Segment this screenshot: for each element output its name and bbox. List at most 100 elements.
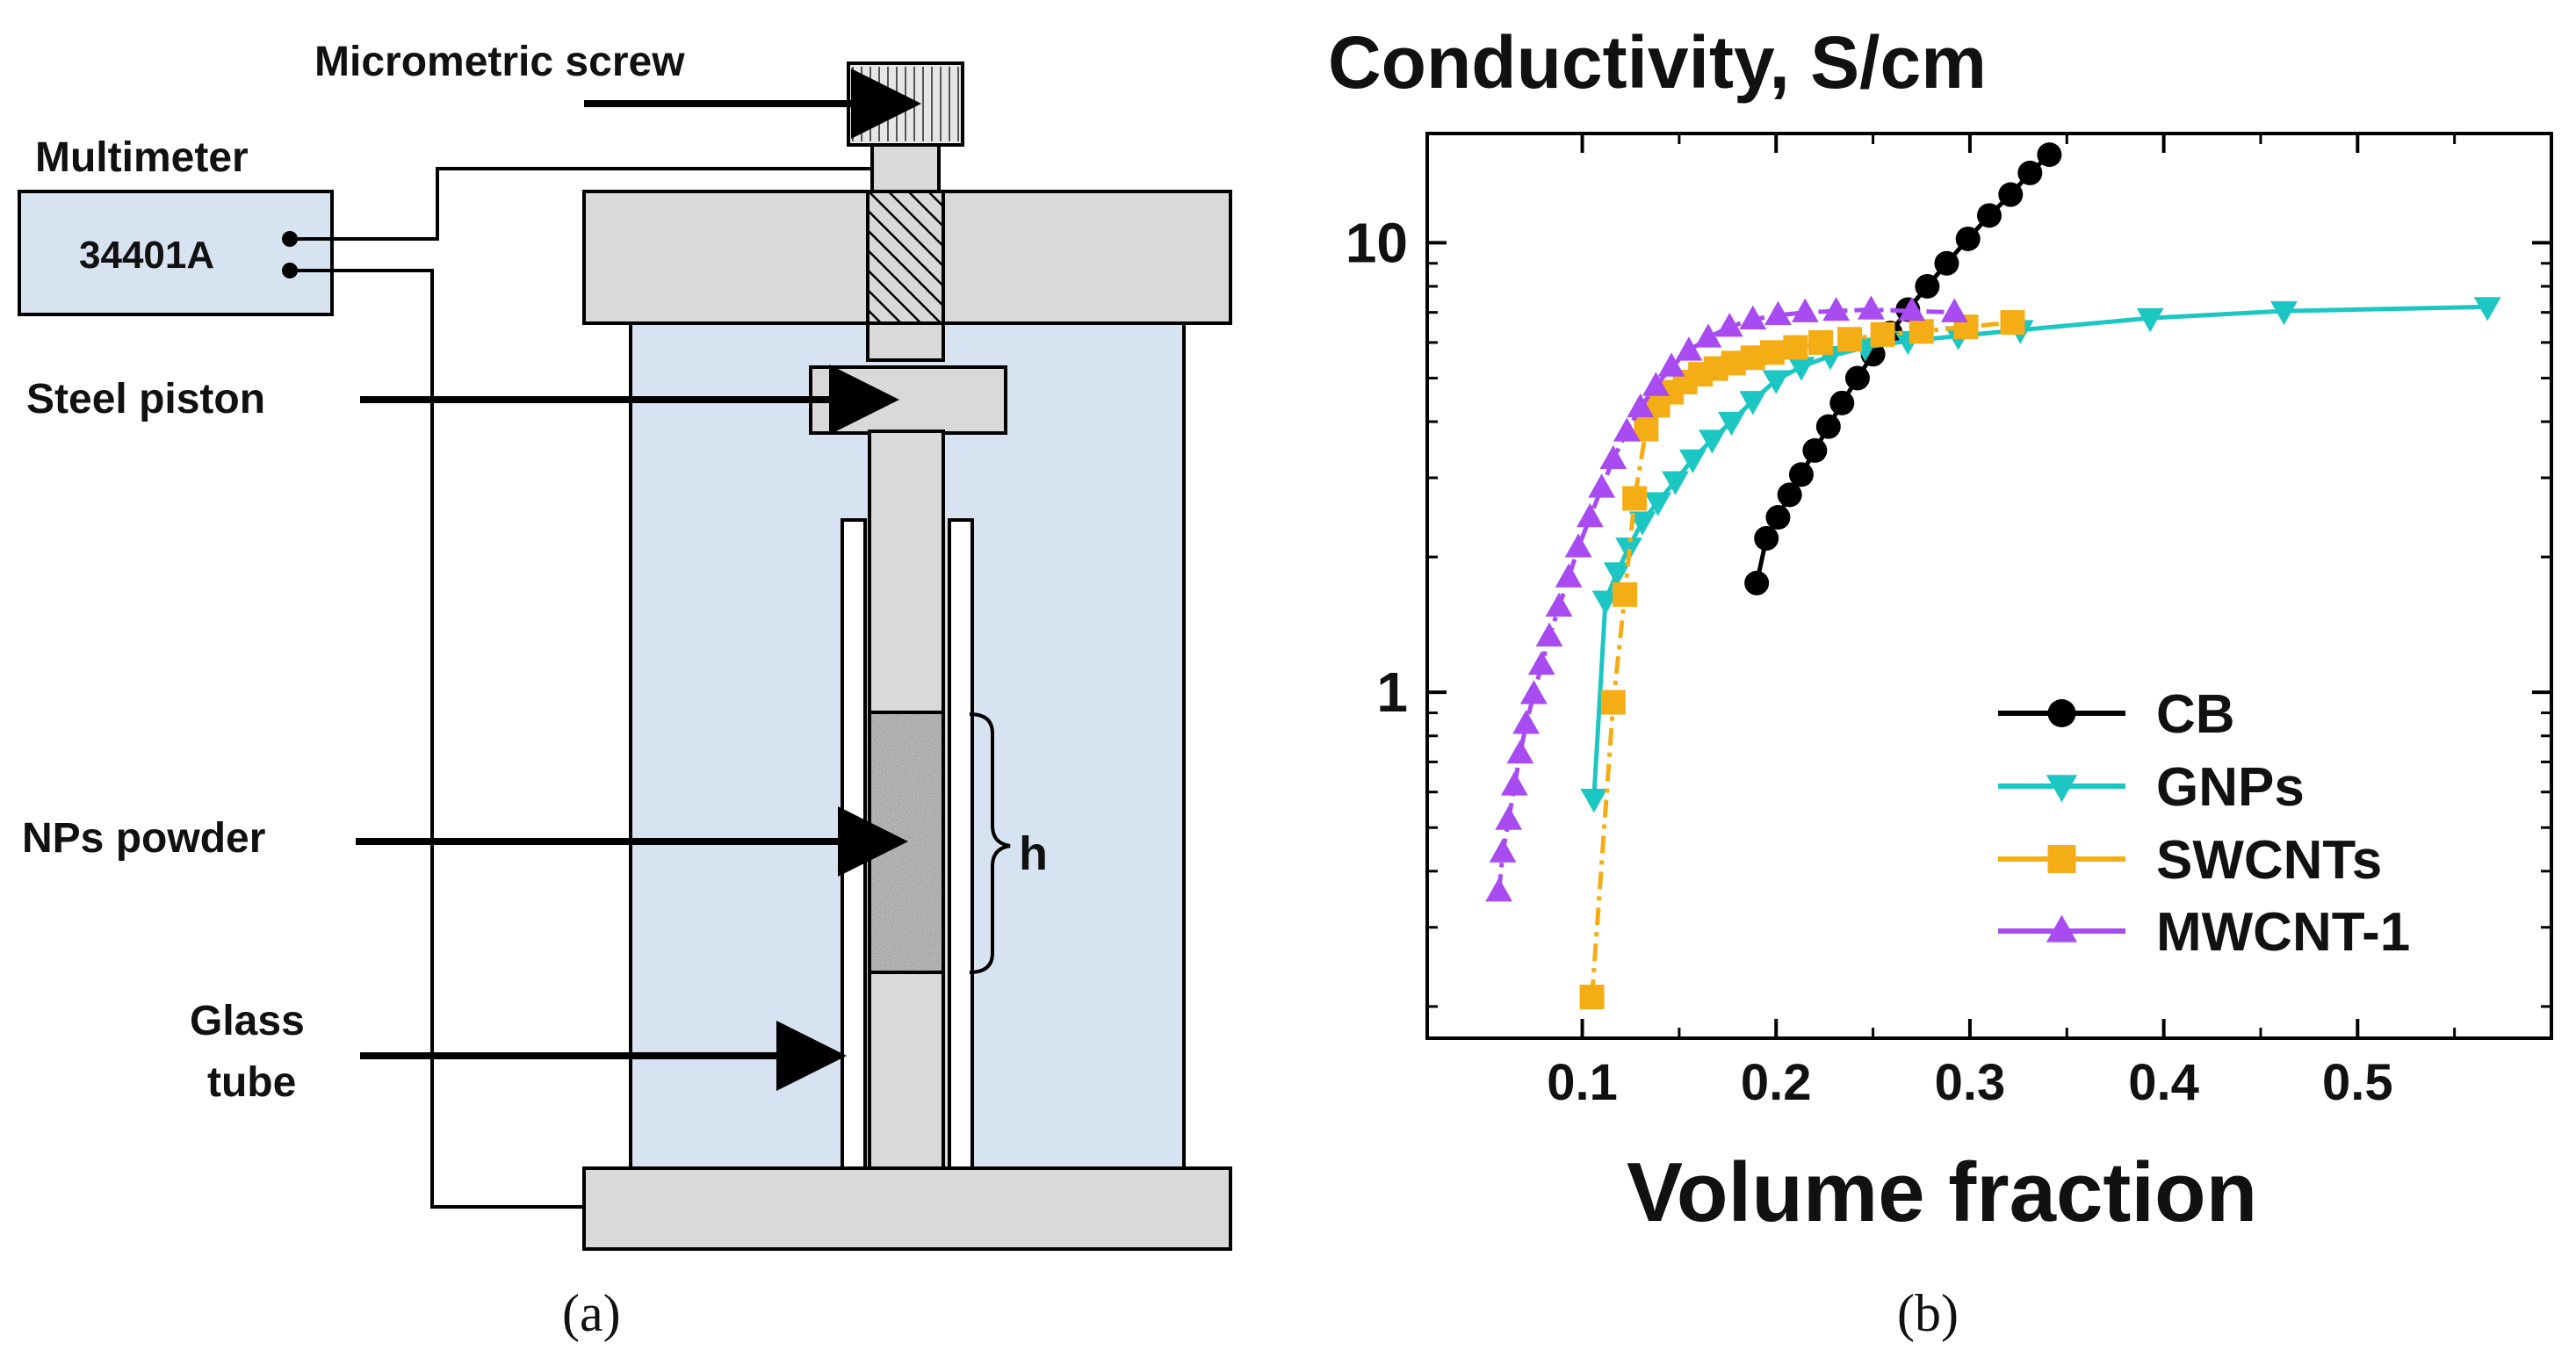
data-point-gnps bbox=[2473, 297, 2501, 321]
series-layer bbox=[1485, 142, 2501, 1010]
legend-label-mwcnt-1: MWCNT-1 bbox=[2156, 902, 2410, 963]
data-point-cb bbox=[1955, 226, 1981, 251]
legend-label-cb: CB bbox=[2156, 684, 2235, 745]
x-tick-label: 0.3 bbox=[1935, 1054, 2006, 1111]
data-point-gnps bbox=[1580, 789, 1608, 813]
data-point-mwcnt-1 bbox=[1512, 710, 1540, 734]
data-point-swcnts bbox=[1783, 335, 1808, 360]
data-point-gnps bbox=[1662, 471, 1689, 495]
data-point-cb bbox=[1777, 482, 1802, 508]
label-steel-piston: Steel piston bbox=[26, 376, 265, 422]
data-point-swcnts bbox=[1909, 319, 1934, 344]
legend-marker-gnps bbox=[2046, 775, 2078, 803]
glass-tube-right-wall bbox=[948, 518, 974, 1172]
x-axis-label: Volume fraction bbox=[1627, 1145, 2257, 1239]
data-point-mwcnt-1 bbox=[1822, 296, 1851, 321]
data-point-cb bbox=[1744, 570, 1770, 596]
data-point-gnps bbox=[1739, 391, 1767, 415]
data-point-swcnts bbox=[1808, 329, 1833, 355]
panel-a-diagram: h Multimeter 34401A Micrometric screw St… bbox=[18, 39, 1232, 1342]
label-tube: tube bbox=[207, 1059, 296, 1106]
y-tick-label: 1 bbox=[1376, 661, 1408, 724]
wire-to-screw bbox=[290, 167, 872, 241]
data-point-mwcnt-1 bbox=[1555, 563, 1583, 588]
piston-rod bbox=[868, 430, 945, 714]
series-gnps bbox=[1580, 297, 2501, 813]
data-point-cb bbox=[1977, 203, 2002, 228]
data-point-gnps bbox=[1699, 430, 1726, 454]
plot-frame bbox=[1425, 132, 2553, 1040]
data-point-cb bbox=[1815, 414, 1841, 439]
data-point-cb bbox=[1998, 182, 2024, 207]
data-point-mwcnt-1 bbox=[1500, 771, 1528, 796]
label-glass: Glass bbox=[190, 998, 305, 1044]
data-point-gnps bbox=[2270, 300, 2298, 326]
data-point-mwcnt-1 bbox=[1739, 305, 1767, 329]
data-point-mwcnt-1 bbox=[1506, 740, 1534, 764]
multimeter-model: 34401A bbox=[79, 234, 214, 277]
data-point-mwcnt-1 bbox=[1485, 877, 1513, 902]
data-point-cb bbox=[1802, 437, 1828, 463]
data-point-mwcnt-1 bbox=[1657, 352, 1685, 377]
data-point-mwcnt-1 bbox=[1898, 296, 1926, 321]
legend-label-gnps: GNPs bbox=[2156, 757, 2305, 818]
multimeter-box bbox=[18, 190, 334, 316]
label-micrometric-screw: Micrometric screw bbox=[314, 39, 685, 85]
data-point-swcnts bbox=[1579, 985, 1605, 1010]
data-point-gnps bbox=[1644, 492, 1672, 516]
data-point-mwcnt-1 bbox=[1764, 300, 1792, 326]
base-plate bbox=[582, 1166, 1232, 1251]
data-point-mwcnt-1 bbox=[1642, 372, 1670, 396]
data-point-cb bbox=[1765, 504, 1791, 530]
data-point-swcnts bbox=[1600, 690, 1626, 715]
data-point-swcnts bbox=[1759, 340, 1785, 365]
data-point-mwcnt-1 bbox=[1857, 295, 1885, 320]
legend-marker-cb bbox=[2047, 699, 2076, 727]
data-point-cb bbox=[1829, 390, 1855, 415]
x-tick-label: 0.5 bbox=[2322, 1054, 2393, 1111]
data-point-swcnts bbox=[1870, 321, 1895, 347]
label-h: h bbox=[1019, 827, 1048, 880]
data-point-mwcnt-1 bbox=[1564, 533, 1592, 558]
data-point-mwcnt-1 bbox=[1791, 298, 1819, 322]
screw-shaft-upper bbox=[870, 143, 941, 193]
data-point-swcnts bbox=[1634, 416, 1659, 442]
height-bracket bbox=[969, 712, 1011, 974]
data-point-cb bbox=[1788, 462, 1814, 487]
x-tick-label: 0.2 bbox=[1741, 1054, 1812, 1111]
data-point-mwcnt-1 bbox=[1940, 298, 1968, 322]
caption-a: (a) bbox=[562, 1284, 621, 1342]
data-point-cb bbox=[2017, 160, 2043, 185]
bottom-rod bbox=[868, 971, 945, 1172]
data-point-mwcnt-1 bbox=[1535, 622, 1563, 646]
data-point-swcnts bbox=[2000, 310, 2025, 336]
screw-shaft-lower bbox=[866, 321, 945, 362]
data-point-gnps bbox=[1591, 590, 1620, 615]
data-point-gnps bbox=[1762, 370, 1790, 394]
data-point-cb bbox=[1844, 365, 1870, 391]
data-point-gnps bbox=[1787, 357, 1815, 381]
label-nps-powder: NPs powder bbox=[22, 815, 265, 862]
label-multimeter: Multimeter bbox=[35, 134, 249, 181]
data-point-mwcnt-1 bbox=[1675, 336, 1703, 361]
data-point-swcnts bbox=[1613, 581, 1638, 607]
data-point-cb bbox=[1934, 250, 1959, 276]
data-point-mwcnt-1 bbox=[1519, 680, 1548, 704]
data-point-cb bbox=[2037, 142, 2062, 168]
data-point-mwcnt-1 bbox=[1545, 592, 1573, 617]
data-point-gnps bbox=[1603, 562, 1631, 587]
screw-thread bbox=[866, 190, 945, 325]
caption-b: (b) bbox=[1897, 1284, 1959, 1342]
data-point-mwcnt-1 bbox=[1627, 393, 1655, 418]
data-point-cb bbox=[1754, 525, 1779, 551]
data-point-swcnts bbox=[1837, 327, 1863, 352]
data-point-mwcnt-1 bbox=[1576, 502, 1604, 528]
data-point-mwcnt-1 bbox=[1588, 473, 1616, 498]
legend-marker-swcnts bbox=[2047, 845, 2076, 873]
data-point-mwcnt-1 bbox=[1613, 417, 1641, 442]
series-cb bbox=[1744, 142, 2062, 596]
data-point-gnps bbox=[1628, 511, 1656, 536]
